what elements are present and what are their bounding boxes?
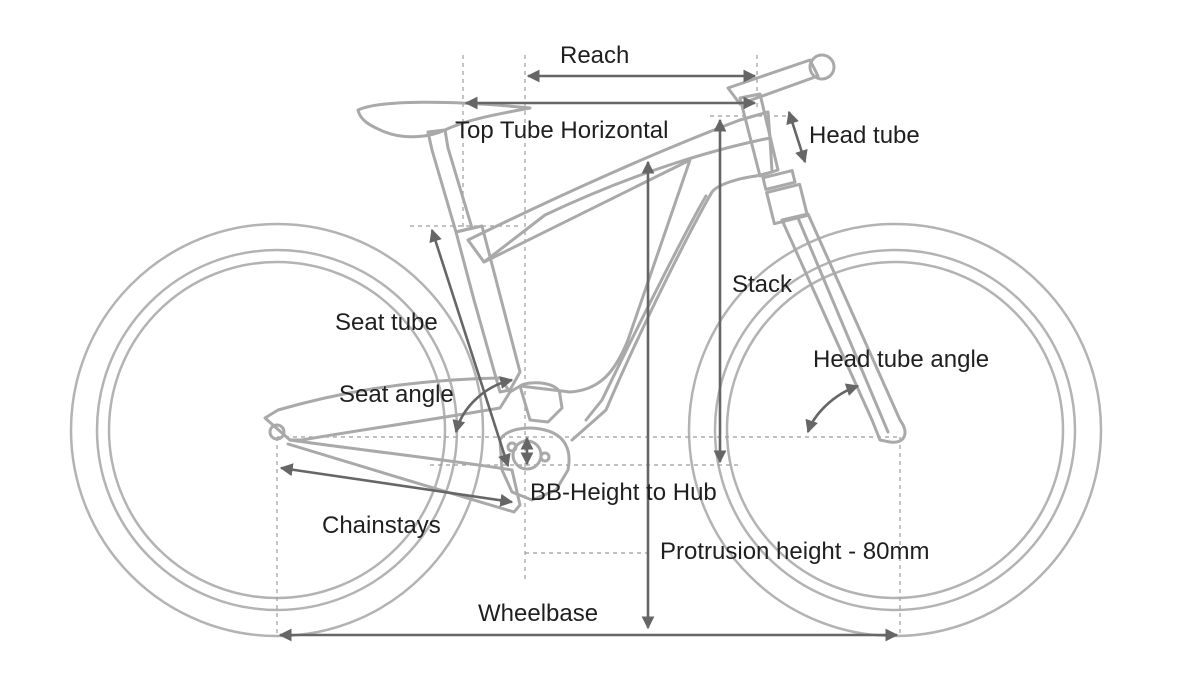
dimension-arrows (278, 69, 899, 642)
chainstays-label: Chainstays (322, 512, 441, 539)
seat-tube-arrow (429, 228, 511, 468)
down-tube-shape (482, 158, 692, 394)
chainstay-shape (286, 438, 522, 514)
seat-tube-label: Seat tube (335, 309, 438, 336)
labels: Reach Top Tube Horizontal Head tube Stac… (322, 42, 989, 627)
head-tube-angle-arc (805, 383, 860, 434)
seat-angle-arc (452, 376, 514, 434)
head-tube-arrow (786, 110, 808, 164)
head-tube-shape (738, 92, 780, 178)
stack-label: Stack (732, 271, 793, 298)
seat-post (426, 128, 474, 234)
handlebar (808, 53, 836, 81)
motor-housing (518, 381, 564, 424)
battery-edge (584, 194, 708, 422)
seat-tube-shape (454, 224, 522, 394)
seat-angle-label: Seat angle (339, 381, 454, 408)
fork (780, 212, 907, 444)
head-tube-label: Head tube (809, 122, 920, 149)
protrusion-height-label: Protrusion height - 80mm (660, 538, 929, 565)
top-tube-horizontal-label: Top Tube Horizontal (455, 117, 668, 144)
wheelbase-label: Wheelbase (478, 600, 598, 627)
chainstay-arrow (279, 463, 514, 507)
reach-label: Reach (560, 42, 629, 69)
down-tube-outer (570, 136, 774, 442)
head-tube-angle-label: Head tube angle (813, 346, 989, 373)
saddle (356, 100, 532, 139)
bb-height-label: BB-Height to Hub (530, 479, 717, 506)
rear-axle (268, 423, 286, 441)
top-tube-shape (466, 110, 772, 264)
